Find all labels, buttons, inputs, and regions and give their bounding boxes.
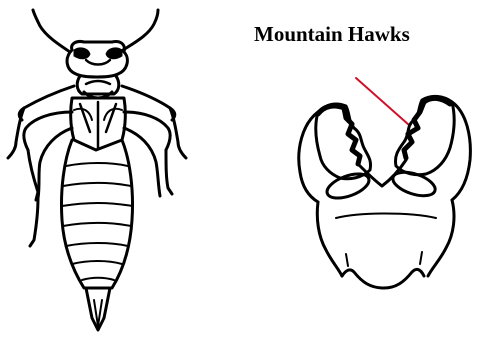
dragonfly-nymph-icon: [8, 10, 186, 330]
pointer-line: [356, 78, 409, 125]
labium-mask-icon: [299, 96, 471, 288]
